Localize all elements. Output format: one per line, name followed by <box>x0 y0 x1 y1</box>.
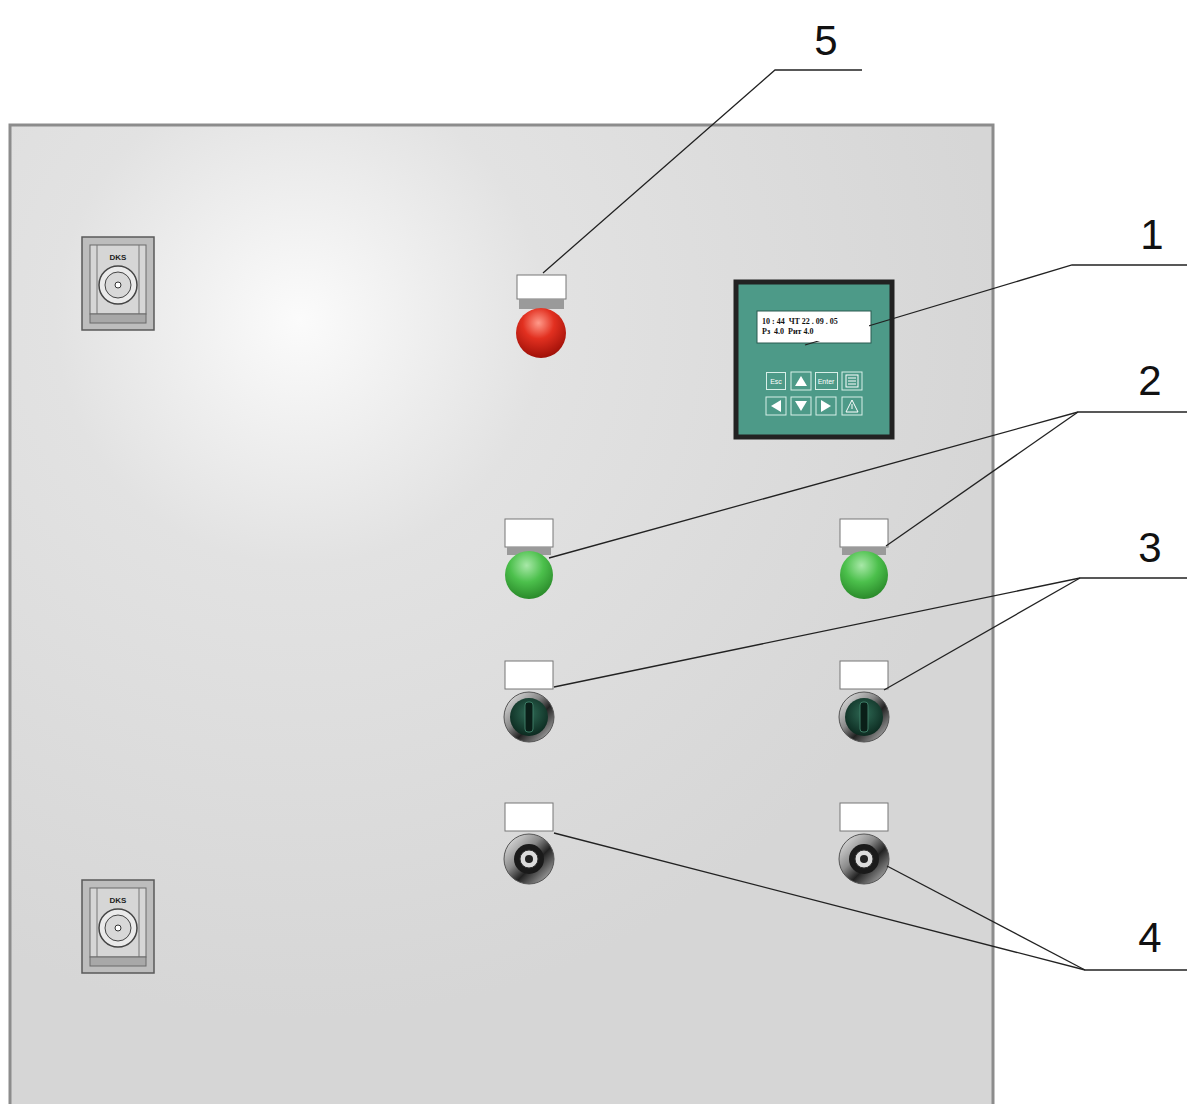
panel-door <box>10 125 993 1104</box>
selector-switch <box>839 661 889 742</box>
key-label: Enter <box>818 378 835 385</box>
lock-brand: DKS <box>110 897 127 905</box>
key-label: Esc <box>770 378 782 385</box>
key-button: Enter <box>815 372 838 390</box>
door-lock <box>82 880 154 973</box>
display-line: Рз 4.0 Рит 4.0 <box>762 328 814 336</box>
callout-number: 1 <box>1140 214 1163 256</box>
run-lamp <box>505 519 553 599</box>
callout-number: 3 <box>1138 527 1161 569</box>
controller <box>736 282 892 437</box>
callout-number: 2 <box>1138 360 1161 402</box>
lock-brand: DKS <box>110 254 127 262</box>
push-button <box>504 803 554 884</box>
door-lock <box>82 237 154 330</box>
push-button <box>839 803 889 884</box>
selector-switch <box>504 661 554 742</box>
callout-number: 4 <box>1138 917 1161 959</box>
callout-number: 5 <box>814 20 837 62</box>
display-line: 10 : 44 ЧТ 22 . 09 . 05 <box>762 318 838 326</box>
key-button: Esc <box>766 372 786 390</box>
run-lamp <box>840 519 888 599</box>
lcd-screen: 10 : 44 ЧТ 22 . 09 . 05 Рз 4.0 Рит 4.0 <box>759 313 869 341</box>
leader-line <box>543 70 1187 970</box>
alarm-lamp <box>516 275 566 358</box>
